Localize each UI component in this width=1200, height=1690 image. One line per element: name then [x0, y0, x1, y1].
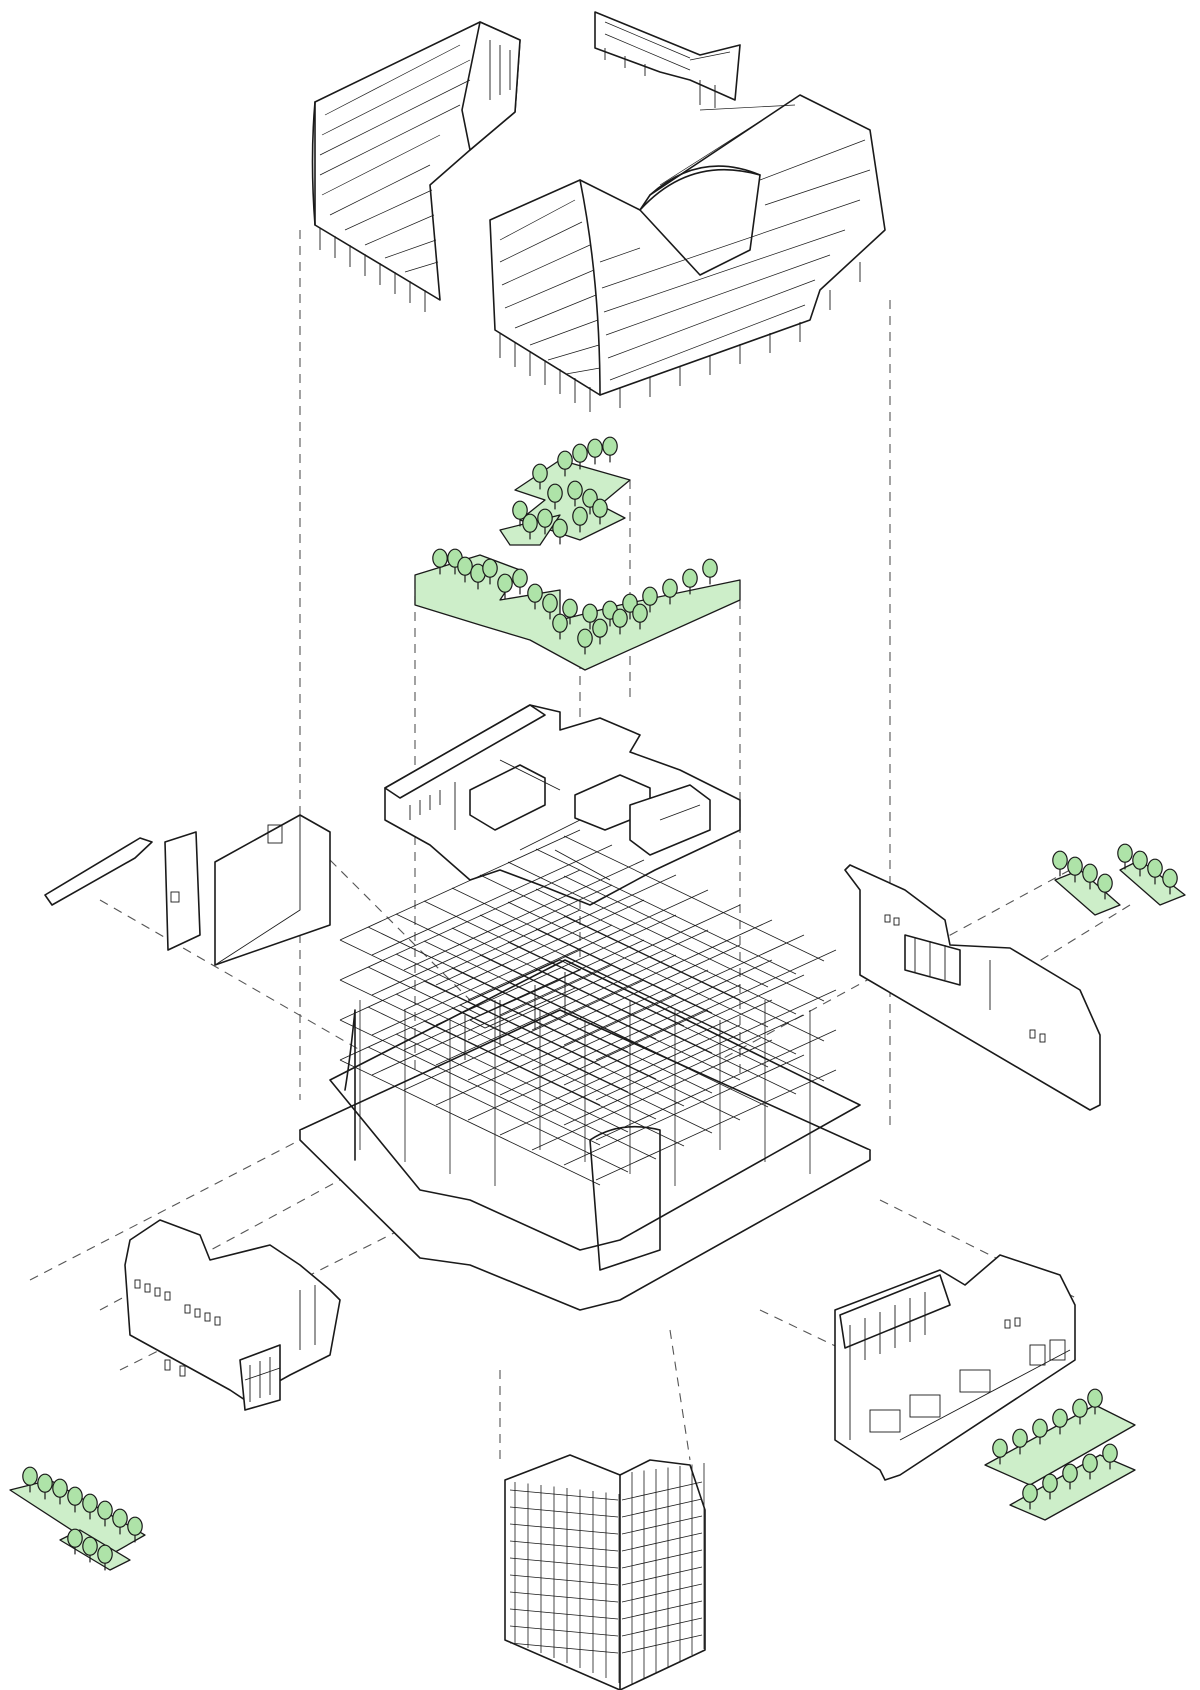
tree-icon	[1067, 856, 1083, 883]
tree-icon	[82, 1493, 98, 1520]
tree-icon	[1032, 1418, 1048, 1445]
tree-icon	[1147, 858, 1163, 885]
tree-icon	[612, 608, 628, 635]
tree-icon	[642, 586, 658, 613]
tree-icon	[522, 513, 538, 540]
tree-icon	[1042, 1473, 1058, 1500]
tree-icon	[557, 450, 573, 477]
tree-icon	[1117, 843, 1133, 870]
shingled-roof-back	[594, 11, 741, 108]
tree-icon	[542, 593, 558, 620]
roof-garden-planting	[414, 436, 741, 671]
tree-icon	[1082, 1453, 1098, 1480]
tree-icon	[552, 518, 568, 545]
tree-icon	[592, 618, 608, 645]
tree-icon	[82, 1536, 98, 1563]
left-elevation-block	[124, 1219, 341, 1411]
tree-icon	[67, 1528, 83, 1555]
tree-icon	[992, 1438, 1008, 1465]
tree-icon	[1162, 868, 1178, 895]
tree-icon	[532, 463, 548, 490]
tree-icon	[587, 438, 603, 465]
tree-icon	[602, 436, 618, 463]
tree-icon	[1102, 1443, 1118, 1470]
tree-icon	[632, 603, 648, 630]
tree-icon	[52, 1478, 68, 1505]
tree-icon	[562, 598, 578, 625]
tree-icon	[582, 603, 598, 630]
gridded-facade-bottom	[504, 1454, 706, 1690]
shingled-roof-right	[489, 94, 886, 412]
tree-strip-right-top	[1052, 843, 1186, 916]
tree-icon	[592, 498, 608, 525]
tree-icon	[512, 568, 528, 595]
tree-icon	[470, 563, 486, 590]
tree-icon	[1062, 1463, 1078, 1490]
tree-icon	[1082, 863, 1098, 890]
tree-icon	[457, 556, 473, 583]
tree-icon	[537, 508, 553, 535]
tree-icon	[1132, 850, 1148, 877]
right-elevation-wall	[844, 864, 1101, 1111]
tree-icon	[1022, 1483, 1038, 1510]
tree-icon	[547, 483, 563, 510]
tree-icon	[127, 1516, 143, 1543]
tree-icon	[572, 506, 588, 533]
tree-icon	[572, 443, 588, 470]
tree-icon	[512, 500, 528, 527]
tree-icon	[1012, 1428, 1028, 1455]
right-elevation-block	[834, 1254, 1076, 1481]
tree-icon	[497, 573, 513, 600]
tree-icon	[567, 480, 583, 507]
structural-frame	[299, 829, 871, 1311]
tree-icon	[97, 1500, 113, 1527]
tree-icon	[97, 1544, 113, 1571]
tree-strip-left	[9, 1466, 146, 1571]
tree-icon	[682, 568, 698, 595]
tree-icon	[702, 558, 718, 585]
tree-icon	[577, 628, 593, 655]
tree-icon	[1072, 1398, 1088, 1425]
tree-icon	[527, 583, 543, 610]
tree-strip-right-bottom	[984, 1388, 1136, 1521]
tree-icon	[482, 558, 498, 585]
tree-icon	[1087, 1388, 1103, 1415]
shingled-roof-left	[311, 21, 521, 312]
tree-icon	[112, 1508, 128, 1535]
tree-icon	[67, 1486, 83, 1513]
tree-icon	[37, 1473, 53, 1500]
tree-icon	[662, 578, 678, 605]
tree-icon	[552, 613, 568, 640]
left-wall-panels	[44, 814, 331, 966]
tree-icon	[1052, 850, 1068, 877]
upper-floor-plate	[384, 704, 741, 906]
tree-icon	[22, 1466, 38, 1493]
tree-icon	[1052, 1408, 1068, 1435]
tree-icon	[1097, 873, 1113, 900]
